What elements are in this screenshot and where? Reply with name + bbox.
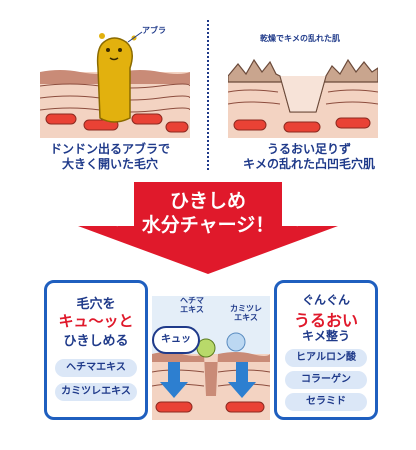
dry-caption-line1: うるおい足りず [266,142,351,156]
tightening-line3: ひきしめる [63,334,129,349]
dry-skin-caption: うるおい足りず キメの乱れた凸凹毛穴肌 [214,142,404,172]
moisture-line1: ぐんぐん [301,293,350,307]
banner-line1: ひきしめ [169,190,246,212]
hechima-label-line1: ヘチマ [180,296,204,305]
ingredient-pill-ceramide: セラミド [285,393,367,411]
dry-skin-illustration [227,42,379,138]
kamitsure-label-line1: カミツレ [230,304,262,313]
kyu-speech-bubble: キュッ [152,326,200,354]
hechima-label-line2: エキス [180,305,204,314]
moisture-line2: うるおい [293,311,358,330]
tightening-line1: 毛穴を [76,297,116,312]
ingredient-pill-collagen: コラーゲン [285,371,367,389]
oil-label: アブラ [142,26,166,35]
sparkle-icon: ✦ [112,216,123,230]
dry-skin-label: 乾燥でキメの乱れた肌 [260,34,340,43]
dry-caption-line2: キメの乱れた凸凹毛穴肌 [242,157,375,171]
banner-line2: 水分チャージ！ [141,214,275,236]
ingredient-pill-kamitsure: カミツレエキス [55,383,137,401]
oily-pore-caption: ドンドン出るアブラで 大きく開いた毛穴 [20,142,200,172]
sparkle-icon: ✦ [292,216,303,230]
tightening-line2: キュ〜ッと [58,312,134,330]
moisture-line3: キメ整う [301,329,350,343]
charged-skin-illustration [151,296,271,420]
oily-caption-line1: ドンドン出るアブラで [49,142,170,156]
ingredient-pill-hechima: ヘチマエキス [55,359,137,377]
oily-caption-line2: 大きく開いた毛穴 [61,157,158,171]
kamitsure-label-line2: エキス [234,313,258,322]
tightening-card: 毛穴を キュ〜ッと ひきしめる ヘチマエキス カミツレエキス [44,280,148,420]
kyu-text: キュッ [161,334,191,345]
hechima-label: ヘチマ エキス [180,296,204,314]
moisture-card: ぐんぐん うるおい キメ整う ヒアルロン酸 コラーゲン セラミド [274,280,378,420]
oily-pore-illustration [39,28,191,138]
kamitsure-label: カミツレ エキス [230,304,262,322]
top-divider [207,20,209,170]
charge-arrow-banner [78,182,338,274]
ingredient-pill-hyaluronic: ヒアルロン酸 [285,349,367,367]
